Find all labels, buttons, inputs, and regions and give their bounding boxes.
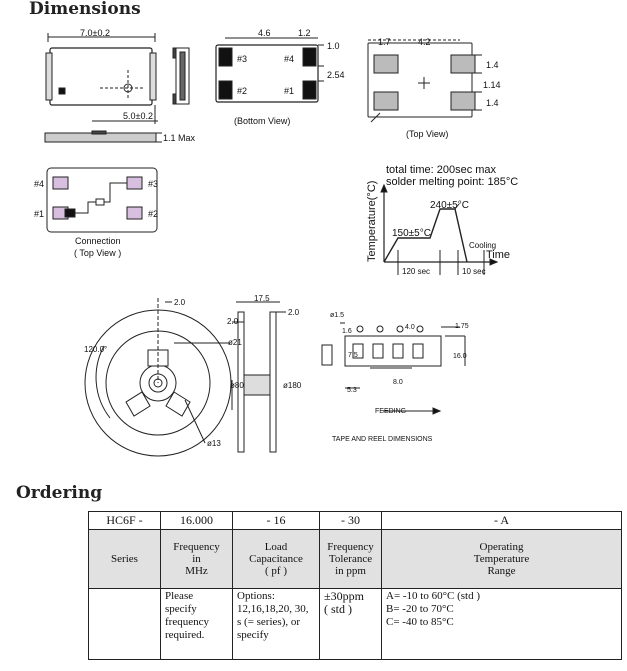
package-top-view [45,33,158,124]
conn-pad-4: #4 [34,179,44,189]
reflow-line-1: total time: 200sec max [386,164,497,176]
reflow-y-axis: Temperature(°C) [366,181,378,262]
tape-80: 8.0 [393,379,403,386]
tape-feeding: FEEDING [375,408,406,415]
dim-height: 1.1 Max [163,133,196,143]
reflow-peak: 240±5°C [430,200,469,211]
code-load-capacitance: - 16 [232,511,320,530]
code-series: HC6F - [88,511,161,530]
tape-160: 16.0 [453,353,467,360]
pad-4-label: #4 [284,54,294,64]
dimensions-drawings: 7.0±0.2 5.0±0.2 1.1 Max 4.6 1.2 1.0 2.54… [34,28,518,457]
reel-d21: ø21 [228,338,242,347]
top-pitch: 4.2 [418,37,431,47]
connection-caption: Connection [75,236,121,246]
tape-16: 1.6 [342,328,352,335]
bottom-pitch: 4.6 [258,28,271,38]
bottom-view [215,37,324,103]
ordering-table: HC6F - 16.000 - 16 - 30 - A Series Frequ… [88,511,622,660]
header-load-capacitance: Load Capacitance ( pf ) [232,529,320,589]
bottom-row-pitch: 2.54 [327,70,345,80]
detail-tolerance: ±30ppm ( std ) [319,588,382,660]
top-pad-w: 1.7 [378,37,391,47]
reflow-chart [380,183,499,275]
reflow-preheat: 150±5°C [392,228,431,239]
reflow-cooling: Cooling [469,241,496,250]
conn-pad-2: #2 [148,209,158,219]
reel-w20b: 2.0 [288,308,300,317]
detail-temperature: A= -10 to 60°C (std ) B= -20 to 70°C C= … [381,588,622,660]
top-view-pads [367,39,482,123]
conn-pad-3: #3 [148,179,158,189]
header-series: Series [88,529,161,589]
connection-subcaption: ( Top View ) [74,248,121,258]
bottom-view-caption: (Bottom View) [234,116,290,126]
reel-front-view [84,298,232,457]
code-frequency: 16.000 [160,511,233,530]
code-tolerance: - 30 [319,511,382,530]
pad-2-label: #2 [237,86,247,96]
tape-40: 4.0 [405,324,415,331]
reflow-line-2: solder melting point: 185°C [386,176,518,188]
dim-length: 7.0±0.2 [80,28,110,38]
top-pad-h1: 1.4 [486,60,499,70]
bottom-pad-w: 1.2 [298,28,311,38]
detail-load-capacitance: Options: 12,16,18,20, 30, s (= series), … [232,588,320,660]
dimensions-heading: Dimensions [29,0,141,19]
conn-pad-1: #1 [34,209,44,219]
connection-diagram [46,167,158,233]
pad-3-label: #3 [237,54,247,64]
ordering-code-row: HC6F - 16.000 - 16 - 30 - A [88,511,622,530]
tape-75: 7.5 [348,352,358,359]
top-view-caption: (Top View) [406,129,448,139]
tape-53: 5.3 [347,387,357,394]
pad-1-label: #1 [284,86,294,96]
reflow-x-axis: Time [486,249,510,261]
detail-series [88,588,161,660]
tape-view [321,322,466,415]
reflow-time-1: 120 sec [402,267,430,276]
header-temperature: Operating Temperature Range [381,529,622,589]
ordering-detail-row: Please specify frequency required. Optio… [88,588,622,660]
reel-d13: ø13 [207,439,221,448]
tape-hole: ø1.5 [330,312,344,319]
tape-175: 1.75 [455,323,469,330]
header-frequency: Frequency in MHz [160,529,233,589]
reel-side-view [231,301,286,453]
reel-angle: 120.0° [84,345,107,354]
top-gap: 1.14 [483,80,501,90]
detail-frequency: Please specify frequency required. [160,588,233,660]
ordering-heading: Ordering [16,483,103,503]
bottom-pad-h: 1.0 [327,41,340,51]
reflow-time-2: 10 sec [462,267,486,276]
reel-d-top: 2.0 [174,298,186,307]
top-pad-h2: 1.4 [486,98,499,108]
header-tolerance: Frequency Tolerance in ppm [319,529,382,589]
code-temperature: - A [381,511,622,530]
package-side-view [172,47,190,105]
reel-w20a: 2.0 [227,317,239,326]
dim-width: 5.0±0.2 [123,111,153,121]
reel-w175: 17.5 [254,294,270,303]
reel-d180: ø180 [283,381,302,390]
reel-d80: ø80 [230,381,244,390]
ordering-header-row: Series Frequency in MHz Load Capacitance… [88,529,622,589]
tape-reel-caption: TAPE AND REEL DIMENSIONS [332,436,433,443]
package-height-view [44,130,162,143]
